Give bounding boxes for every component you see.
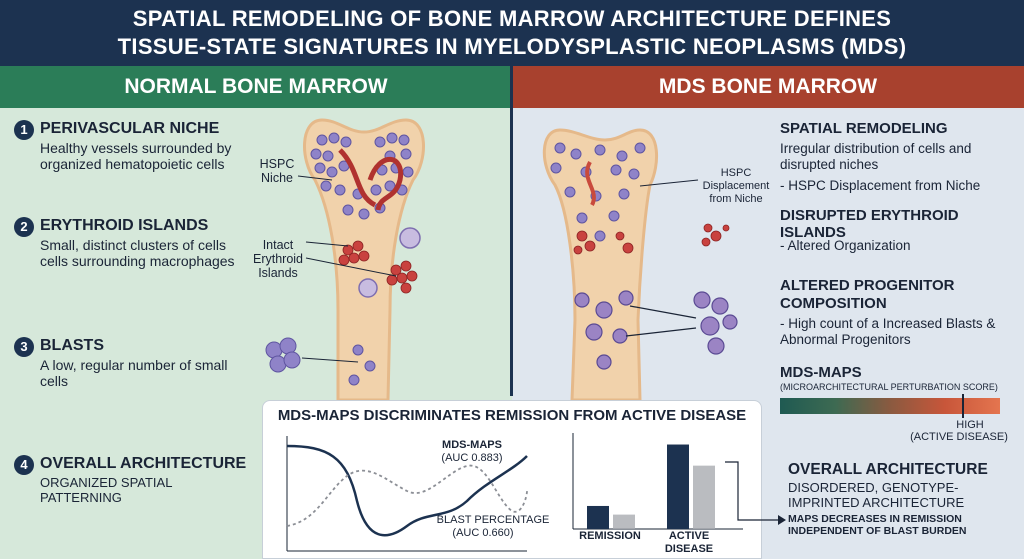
perturbation-score-scale [780, 398, 1000, 414]
disrupted-erythroid-title: DISRUPTED ERYTHROID ISLANDS [780, 207, 959, 241]
maps-decrease-note: MAPS DECREASES IN REMISSION INDEPENDENT … [788, 513, 967, 537]
erythroid-islands-title: ERYTHROID ISLANDS [40, 217, 209, 234]
mds-maps-title: MDS-MAPS [780, 364, 862, 381]
scale-high-sublabel: (ACTIVE DISEASE) [910, 431, 1008, 443]
perivascular-niche-title: PERIVASCULAR NICHE [40, 120, 220, 137]
item-number-3: 3 [14, 337, 34, 357]
altered-progenitor-desc: - High count of a Increased Blasts & Abn… [780, 316, 996, 347]
spatial-remodeling-title: SPATIAL REMODELING [780, 120, 948, 137]
spatial-remodeling-desc: Irregular distribution of cells and disr… [780, 141, 972, 172]
item-number-2: 2 [14, 217, 34, 237]
mds-bone-illustration [542, 128, 738, 400]
overall-architecture-desc: ORGANIZED SPATIAL PATTERNING [40, 475, 172, 505]
mds-panel-title: MDS BONE MARROW [512, 66, 1024, 108]
mds-maps-auc: (AUC 0.883) [441, 452, 503, 464]
normal-panel-title: NORMAL BONE MARROW [0, 66, 512, 108]
item-number-4: 4 [14, 455, 34, 475]
bar-comparison-plot [572, 433, 743, 530]
overall-architecture-title: OVERALL ARCHITECTURE [40, 455, 247, 472]
line-comparison-plot [286, 436, 528, 552]
altered-progenitor-title: ALTERED PROGENITOR COMPOSITION [780, 277, 955, 312]
title-line-2: TISSUE-STATE SIGNATURES IN MYELODYSPLAST… [117, 34, 907, 59]
discrimination-chart-box: MDS-MAPS DISCRIMINATES REMISSION FROM AC… [262, 400, 762, 559]
bar-1-series-1 [693, 465, 715, 529]
erythroid-islands-desc: Small, distinct clusters of cells cells … [40, 237, 235, 269]
bar-0-series-1 [613, 514, 635, 529]
category-active-disease-label: ACTIVE DISEASE [664, 530, 714, 555]
title-banner: SPATIAL REMODELING OF BONE MARROW ARCHIT… [0, 0, 1024, 66]
note-connector-arrow [725, 461, 786, 525]
bar-0-series-0 [587, 505, 609, 529]
intact-erythroid-islands-label: Intact Erythroid Islands [252, 238, 304, 280]
perivascular-niche-desc: Healthy vessels surrounded by organized … [40, 140, 232, 172]
discrimination-chart-title: MDS-MAPS DISCRIMINATES REMISSION FROM AC… [277, 407, 747, 424]
mds-overall-architecture-desc: DISORDERED, GENOTYPE-IMPRINTED ARCHITECT… [788, 480, 965, 510]
blast-percentage-auc: (AUC 0.660) [452, 527, 514, 539]
scale-marker [962, 394, 964, 418]
altered-organization-desc: - Altered Organization [780, 238, 911, 253]
scale-high-label: HIGH [956, 419, 984, 431]
bar-1-series-0 [667, 444, 689, 529]
mds-maps-line [286, 444, 528, 537]
mds-maps-line-label: MDS-MAPS [442, 439, 502, 451]
item-number-1: 1 [14, 120, 34, 140]
normal-bone-illustration [265, 118, 425, 400]
blasts-title: BLASTS [40, 337, 104, 354]
hspc-displacement-note: - HSPC Displacement from Niche [780, 178, 981, 193]
blast-percentage-label: BLAST PERCENTAGE [436, 514, 550, 526]
hspc-niche-label: HSPC Niche [259, 157, 295, 185]
category-remission-label: REMISSION [579, 530, 641, 542]
panel-divider [510, 66, 513, 396]
mds-maps-subtitle: (MICROARCHITECTURAL PERTURBATION SCORE) [780, 382, 998, 392]
mds-overall-architecture-title: OVERALL ARCHITECTURE [788, 461, 988, 478]
title-line-1: SPATIAL REMODELING OF BONE MARROW ARCHIT… [132, 6, 892, 31]
blast-percentage-line [286, 464, 528, 527]
blasts-desc: A low, regular number of small cells [40, 357, 228, 389]
hspc-displacement-label: HSPC Displacement from Niche [702, 167, 770, 205]
